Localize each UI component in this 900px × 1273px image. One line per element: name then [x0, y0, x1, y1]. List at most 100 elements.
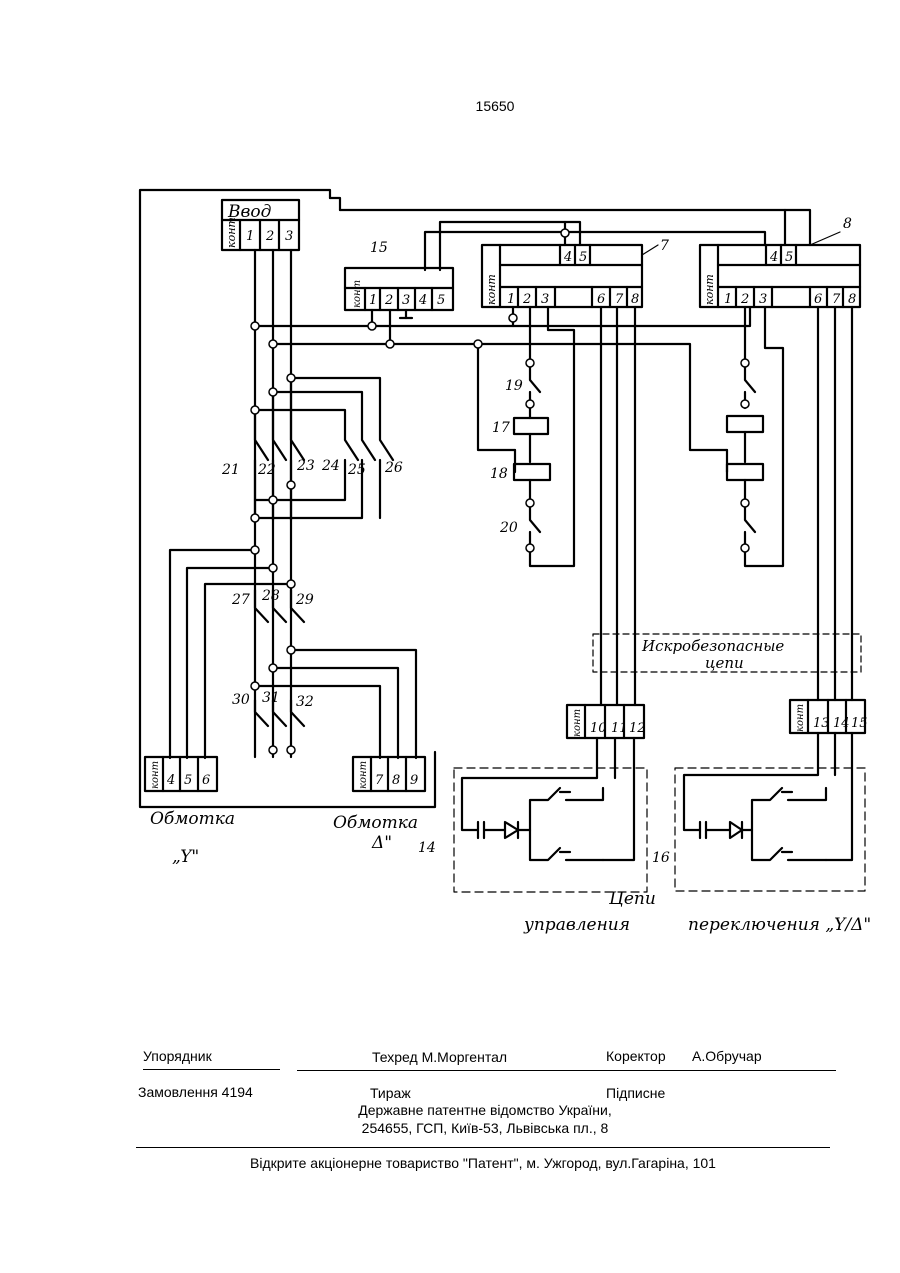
- block-15: конт 1 2 3 4 5 15: [345, 240, 453, 344]
- svg-text:12: 12: [629, 721, 646, 736]
- svg-text:7: 7: [615, 292, 624, 307]
- svg-text:1: 1: [369, 293, 377, 308]
- circuits-caption: Цепи: [608, 889, 656, 909]
- input-block: Ввод конт 1 2 3: [222, 200, 299, 250]
- svg-text:3: 3: [285, 229, 293, 244]
- office-line-2: 254655, ГСП, Київ-53, Львівська пл., 8: [300, 1120, 670, 1137]
- circulation-label: Тираж: [370, 1085, 411, 1101]
- subscription-label: Підписне: [606, 1085, 665, 1101]
- corrector-name: А.Обручар: [692, 1048, 762, 1064]
- bus-lines: [255, 198, 810, 450]
- switching-caption: переключения „Y/Δ": [688, 915, 871, 935]
- svg-text:6: 6: [597, 292, 605, 307]
- svg-text:конт: конт: [485, 274, 498, 305]
- svg-text:6: 6: [202, 773, 210, 788]
- svg-text:4: 4: [418, 293, 427, 308]
- ref-8: 8: [843, 216, 852, 232]
- publisher-line: Відкрите акціонерне товариство "Патент",…: [0, 1155, 900, 1171]
- svg-text:конт: конт: [703, 274, 716, 305]
- svg-text:14: 14: [418, 840, 436, 856]
- winding-y-caption: Обмотка: [150, 809, 235, 829]
- input-sub-label: конт: [225, 217, 238, 248]
- contactor-row-1: 21 22 23 24 25 26: [221, 378, 403, 520]
- imprint-rule: [136, 1147, 830, 1148]
- svg-text:29: 29: [295, 592, 314, 608]
- svg-text:4: 4: [769, 250, 778, 265]
- ref-15: 15: [370, 240, 388, 256]
- svg-text:30: 30: [232, 692, 250, 708]
- compiler-label: Упорядник: [143, 1048, 212, 1064]
- winding-delta-caption: Обмотка: [333, 813, 418, 833]
- winding-delta-symbol: Δ": [371, 833, 392, 853]
- control-caption: управления: [523, 915, 630, 935]
- svg-text:31: 31: [262, 690, 280, 706]
- svg-text:26: 26: [384, 460, 403, 476]
- svg-text:конт: конт: [358, 761, 369, 789]
- block-8: конт 4 5 1 2 3 6 7 8 8: [700, 216, 860, 307]
- svg-text:5: 5: [184, 773, 192, 788]
- techred-label: Техред М.Моргентал: [372, 1049, 507, 1065]
- winding-delta-block: конт 7 8 9 Обмотка Δ": [333, 757, 425, 853]
- svg-text:8: 8: [392, 773, 400, 788]
- svg-text:20: 20: [499, 520, 518, 536]
- svg-text:5: 5: [437, 293, 445, 308]
- svg-text:конт: конт: [572, 709, 583, 737]
- svg-text:7: 7: [832, 292, 841, 307]
- svg-text:23: 23: [296, 458, 315, 474]
- svg-text:1: 1: [724, 292, 732, 307]
- safe-circuits-label-2: цепи: [705, 654, 744, 672]
- svg-text:13: 13: [813, 716, 830, 731]
- svg-text:14: 14: [833, 716, 850, 731]
- safe-circuits-label-1: Искробезопасные: [641, 637, 784, 655]
- svg-text:2: 2: [265, 229, 274, 244]
- corrector-label: Коректор: [606, 1048, 666, 1064]
- winding-y-symbol: „Y": [172, 847, 199, 867]
- svg-text:3: 3: [759, 292, 767, 307]
- block-7: конт 4 5 1 2 3 6 7 8 7: [482, 238, 669, 307]
- svg-text:1: 1: [507, 292, 515, 307]
- coil-chain-8: [727, 307, 783, 566]
- svg-text:19: 19: [505, 378, 523, 394]
- control-block-16: конт 13 14 15 16: [652, 700, 868, 891]
- office-line-1: Державне патентне відомство України,: [300, 1102, 670, 1119]
- order-label: Замовлення 4194: [138, 1084, 253, 1100]
- ref-7: 7: [660, 238, 669, 254]
- svg-text:28: 28: [261, 588, 280, 604]
- contactor-row-3: 30 31 32: [232, 650, 416, 758]
- outer-frame: [140, 190, 435, 807]
- svg-text:7: 7: [375, 773, 384, 788]
- svg-text:16: 16: [652, 850, 670, 866]
- svg-text:32: 32: [296, 694, 314, 710]
- svg-text:25: 25: [347, 462, 366, 478]
- svg-text:24: 24: [321, 458, 340, 474]
- svg-text:15: 15: [851, 716, 868, 731]
- svg-text:18: 18: [490, 466, 508, 482]
- svg-text:21: 21: [221, 462, 240, 478]
- svg-text:2: 2: [740, 292, 749, 307]
- svg-text:8: 8: [848, 292, 856, 307]
- circuit-schematic: Ввод конт 1 2 3 конт 1 2 3 4 5 15: [0, 0, 900, 1000]
- svg-text:17: 17: [492, 420, 510, 436]
- svg-text:27: 27: [231, 592, 250, 608]
- svg-text:5: 5: [579, 250, 587, 265]
- compiler-rule: [143, 1069, 280, 1070]
- control-block-14: конт 10 11 12 14: [418, 705, 647, 892]
- svg-text:2: 2: [522, 292, 531, 307]
- svg-text:4: 4: [166, 773, 175, 788]
- svg-text:2: 2: [384, 293, 393, 308]
- svg-text:22: 22: [257, 462, 276, 478]
- svg-text:3: 3: [402, 293, 410, 308]
- svg-text:конт: конт: [352, 280, 363, 308]
- svg-text:6: 6: [814, 292, 822, 307]
- svg-text:9: 9: [410, 773, 418, 788]
- coil-chain-7: 19 17 18 20: [490, 307, 574, 566]
- svg-text:5: 5: [785, 250, 793, 265]
- header-rule: [297, 1070, 836, 1071]
- svg-text:конт: конт: [150, 761, 161, 789]
- svg-text:8: 8: [631, 292, 639, 307]
- winding-y-block: конт 4 5 6 Обмотка „Y": [145, 757, 235, 867]
- svg-text:4: 4: [563, 250, 572, 265]
- svg-text:3: 3: [541, 292, 549, 307]
- svg-text:конт: конт: [795, 704, 806, 732]
- svg-text:11: 11: [611, 721, 628, 736]
